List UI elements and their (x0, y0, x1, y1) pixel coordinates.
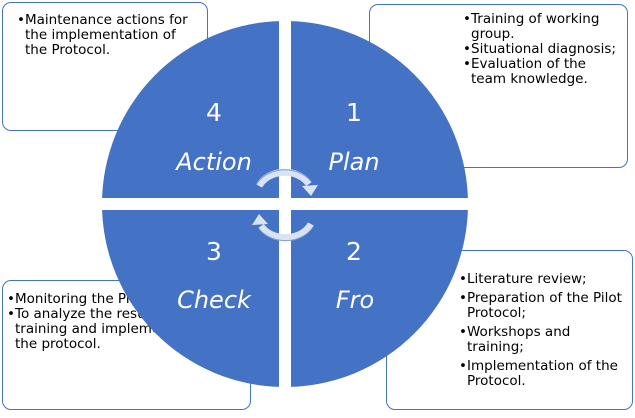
quadrant-action-number: 4 (206, 98, 222, 127)
quadrant-action-label: Action (174, 148, 252, 176)
quadrant-plan (291, 21, 468, 198)
plan-item: Training of working group. (463, 12, 621, 42)
quadrant-action (102, 21, 279, 198)
quadrant-plan-label: Plan (328, 148, 379, 176)
quadrant-plan-shape (291, 21, 468, 198)
quadrant-fro-number: 2 (346, 237, 362, 266)
plan-list: Training of working group. Situational d… (463, 12, 621, 87)
action-list: Maintenance actions for the implementati… (17, 13, 201, 58)
fro-item: Workshops and training; (459, 325, 628, 355)
fro-item: Literature review; (459, 272, 628, 288)
clockwise-arrow-top-icon (255, 168, 312, 188)
quadrant-check (102, 210, 279, 387)
fro-item: Preparation of the Pilot Protocol; (459, 291, 628, 321)
arrow-outline-icon (254, 169, 316, 242)
callout-fro: Literature review; Preparation of the Pi… (386, 250, 633, 410)
quadrant-check-shape (102, 210, 279, 387)
quadrant-check-number: 3 (206, 237, 222, 266)
arrow-head-left-icon (252, 214, 268, 225)
quadrant-action-shape (102, 21, 279, 198)
arrow-head-right-icon (302, 185, 318, 196)
plan-item: Situational diagnosis; (463, 42, 621, 58)
plan-item: Evaluation of the team knowledge. (463, 57, 621, 87)
quadrant-fro-label: Fro (336, 286, 374, 314)
clockwise-arrow-bottom-icon (258, 222, 315, 242)
arrow-heads-icon (252, 185, 318, 225)
quadrant-fro-shape (291, 210, 468, 387)
action-item: Maintenance actions for the implementati… (17, 13, 201, 58)
cycle-arrows-icon (255, 168, 315, 242)
quadrant-check-label: Check (177, 286, 252, 314)
quadrant-fro (291, 210, 468, 387)
quadrant-plan-number: 1 (346, 98, 362, 127)
fro-item: Implementation of the Protocol. (459, 359, 628, 389)
fro-list: Literature review; Preparation of the Pi… (459, 272, 628, 389)
